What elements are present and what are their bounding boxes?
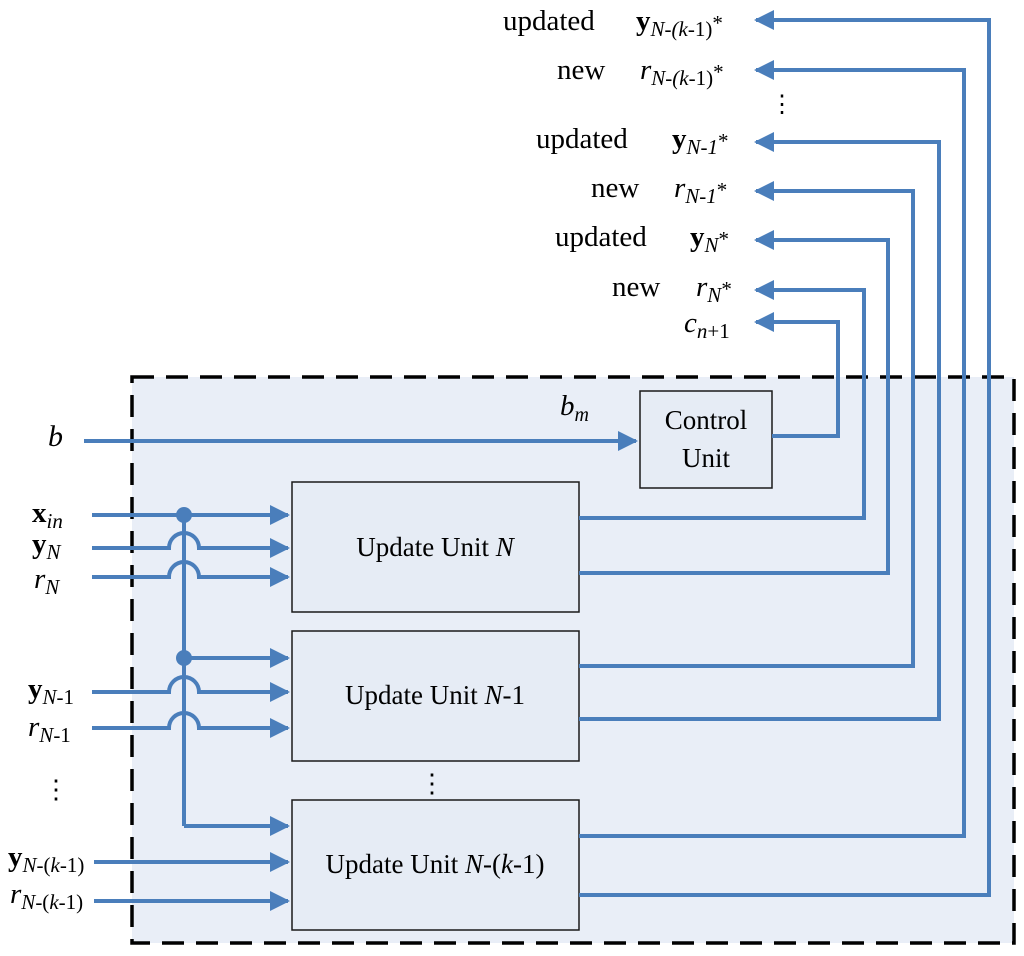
c-n-plus-1-label: cn+1 — [684, 307, 730, 343]
r-n-1-input-label: rN-1 — [28, 711, 71, 747]
b-input-label: b — [48, 420, 63, 453]
updated-y-n-1-wire — [579, 132, 941, 721]
y-n-input-label: yN — [32, 528, 62, 564]
new-r-n-wire — [579, 280, 866, 520]
update-unit-n-label: Update Unit N — [356, 532, 515, 562]
update-unit-n-k-1-box — [291, 799, 580, 931]
units-ellipsis: ⋮ — [419, 769, 445, 798]
control-unit-line1: Control — [665, 405, 748, 435]
r-n-input-label: rN — [34, 563, 60, 599]
control-unit-box — [639, 390, 773, 489]
updated-y-n-k-1-wire — [579, 10, 991, 897]
r-n-k-1-input-label: rN-(k-1) — [10, 878, 83, 914]
control-unit-line2: Unit — [682, 443, 731, 473]
new-r-n-k-1-wire — [579, 60, 966, 838]
inputs-ellipsis: ⋮ — [43, 775, 69, 804]
new-r-n-1-wire — [579, 181, 915, 668]
c-n-plus-1-wire — [754, 312, 840, 438]
update-unit-n-k-1-label: Update Unit N-(k-1) — [326, 849, 545, 879]
y-n-1-input-label: yN-1 — [28, 673, 74, 709]
outputs-ellipsis: ⋮ — [770, 92, 794, 118]
r-n-1-wire — [92, 711, 290, 738]
y-n-k-1-input-label: yN-(k-1) — [8, 841, 84, 877]
x-in-junction-1 — [176, 507, 192, 523]
update-unit-n-1-label: Update Unit N-1 — [345, 680, 525, 710]
update-unit-n-1-box — [291, 630, 580, 762]
bm-label: bm — [560, 390, 589, 426]
update-unit-n-box — [291, 481, 580, 613]
updated-y-n-wire — [579, 230, 890, 575]
y-n-1-wire — [92, 675, 290, 702]
x-in-label: xin — [32, 497, 63, 533]
